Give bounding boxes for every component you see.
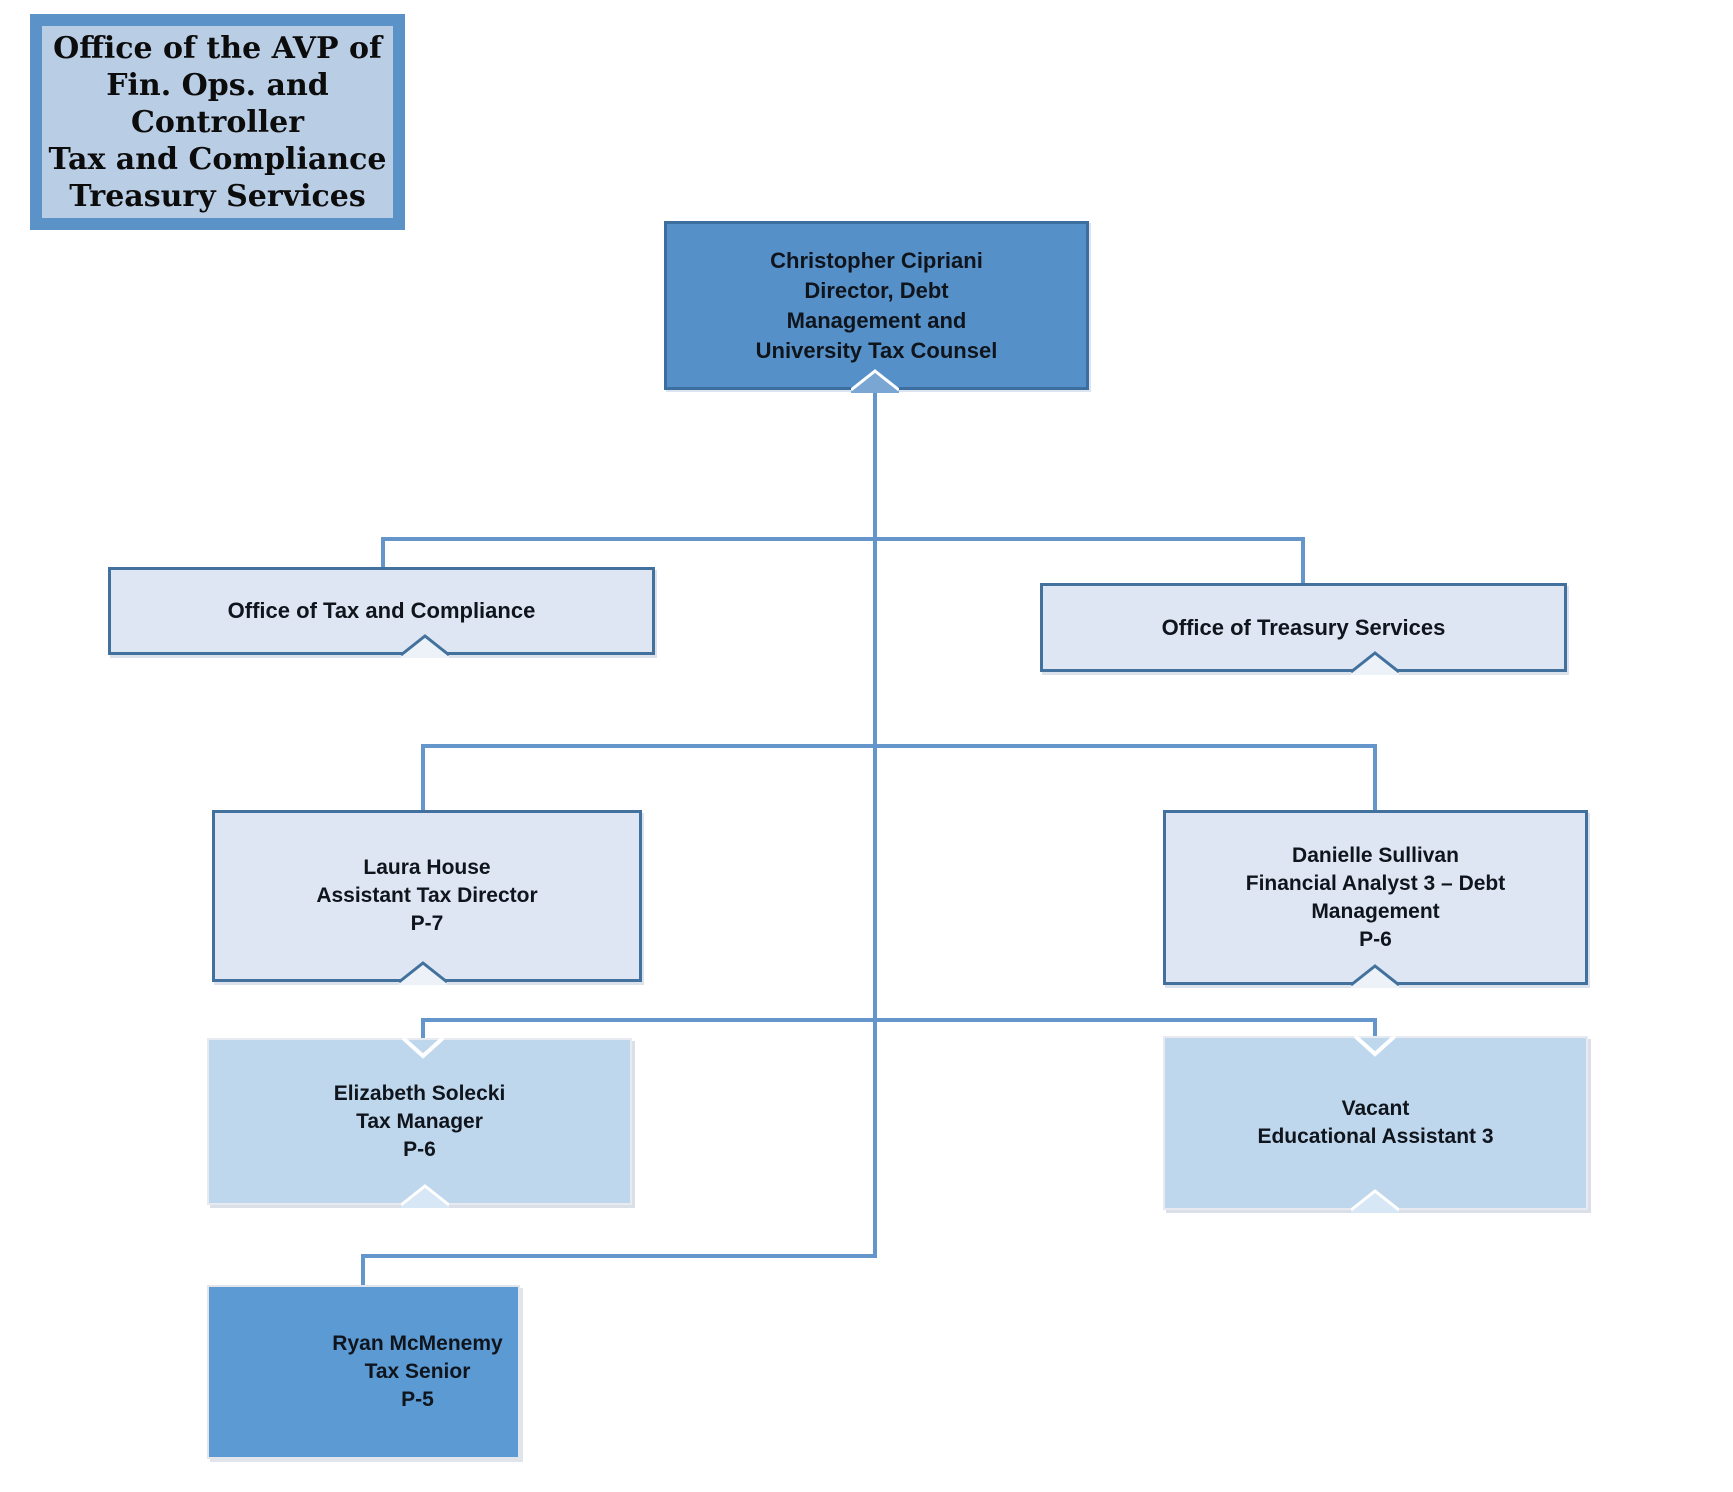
org-node-laura-house-label: Laura House Assistant Tax Director P-7 [316,856,538,935]
org-node-vacant-label: Vacant Educational Assistant 3 [1257,1097,1494,1148]
org-node-tax-office: Office of Tax and Compliance [108,567,655,655]
connector-branch2-stub-left [421,744,425,810]
notch-up-icon-elizabeth-solecki [401,1184,449,1208]
org-node-ryan-mcmenemy-label: Ryan McMenemy Tax Senior P-5 [332,1332,503,1411]
chart-title-box: Office of the AVP of Fin. Ops. and Contr… [30,14,405,230]
org-node-tax-office-label: Office of Tax and Compliance [227,598,536,623]
connector-spine-vertical [873,380,877,1258]
org-node-director-label: Christopher Cipriani Director, Debt Mana… [755,247,998,363]
connector-branch4-stub [361,1254,365,1285]
org-node-danielle-sullivan: Danielle Sullivan Financial Analyst 3 – … [1163,810,1588,985]
arrow-down-icon-elizabeth-solecki [401,1036,445,1059]
org-node-vacant: Vacant Educational Assistant 3 [1163,1036,1588,1210]
connector-branch1-stub-right [1301,537,1305,583]
org-node-laura-house: Laura House Assistant Tax Director P-7 [212,810,642,982]
org-node-danielle-sullivan-label: Danielle Sullivan Financial Analyst 3 – … [1245,843,1506,951]
connector-branch1-horizontal [381,537,1305,541]
connector-branch2-stub-right [1373,744,1377,810]
org-node-director: Christopher Cipriani Director, Debt Mana… [664,221,1089,390]
arrow-down-icon-vacant [1353,1034,1397,1057]
notch-up-icon-danielle-sullivan [1351,964,1399,988]
org-node-treasury-office: Office of Treasury Services [1040,583,1567,672]
org-node-elizabeth-solecki: Elizabeth Solecki Tax Manager P-6 [207,1038,632,1205]
connector-branch3-stub-left [421,1018,425,1054]
notch-up-icon-laura-house [399,961,447,985]
connector-branch4-horizontal [361,1254,877,1258]
connector-branch2-horizontal [421,744,1377,748]
chart-title-text: Office of the AVP of Fin. Ops. and Contr… [48,30,387,214]
notch-up-icon-tax-office [401,634,449,658]
notch-up-icon-director [851,369,899,393]
notch-up-icon-vacant [1351,1189,1399,1213]
notch-up-icon-treasury-office [1351,651,1399,675]
org-node-elizabeth-solecki-label: Elizabeth Solecki Tax Manager P-6 [333,1081,506,1161]
connector-branch3-horizontal [421,1018,1377,1022]
org-node-ryan-mcmenemy: Ryan McMenemy Tax Senior P-5 [207,1285,520,1459]
org-node-treasury-office-label: Office of Treasury Services [1161,614,1446,640]
connector-branch1-stub-left [381,537,385,567]
